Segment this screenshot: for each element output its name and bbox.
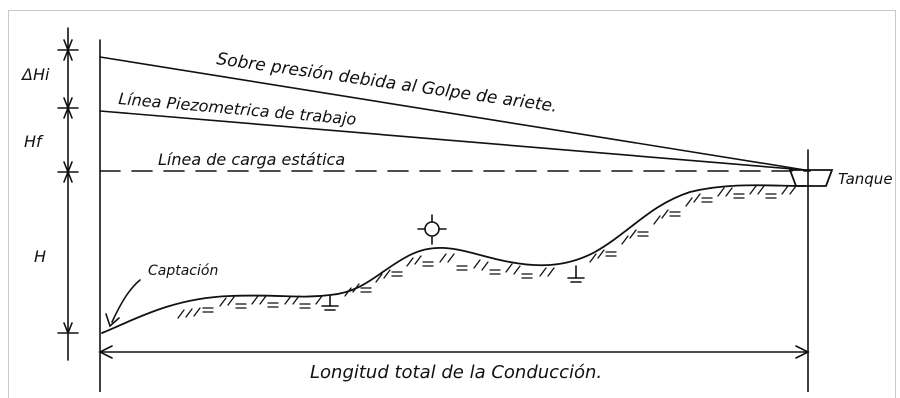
length-label: Longitud total de la Conducción. (310, 362, 602, 383)
drain-valve-icon-1 (321, 295, 339, 311)
terrain-profile (101, 184, 806, 334)
intake-arrow (111, 279, 141, 323)
intake-arrowhead (105, 313, 120, 328)
piezometric-line (99, 110, 806, 171)
tank-shape (788, 169, 834, 187)
terrain-hatching (177, 185, 797, 319)
drain-valve-icon-2 (567, 265, 585, 283)
tank-label: Tanque (838, 170, 893, 188)
diagram-frame (8, 10, 896, 398)
length-arrow-right (795, 345, 810, 359)
static-load-label: Línea de carga estática (158, 150, 345, 169)
overpressure-line (99, 56, 806, 171)
h-label: H (34, 247, 46, 266)
air-valve-icon (417, 214, 447, 245)
intake-label: Captación (148, 263, 218, 279)
hf-label: Hf (24, 132, 44, 151)
delta-hi-label: ΔHi (20, 65, 50, 84)
dimension-ticks (57, 39, 79, 336)
length-arrow-left (98, 345, 113, 359)
